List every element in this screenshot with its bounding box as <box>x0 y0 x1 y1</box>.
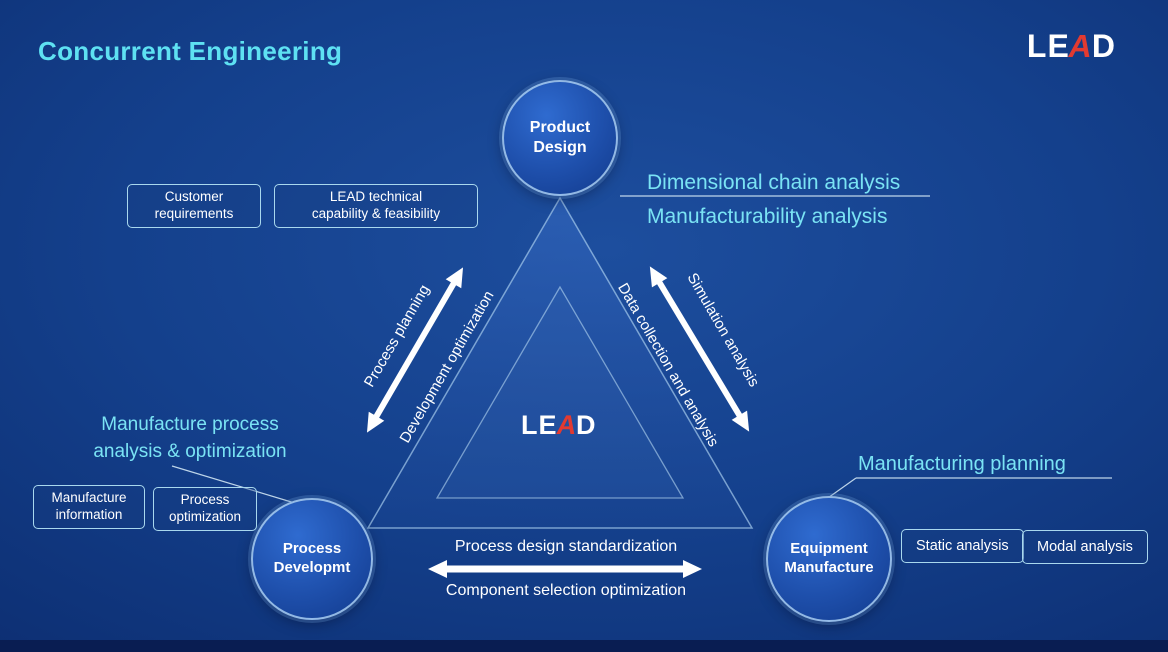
box-lead-technical-capability: LEAD technical capability & feasibility <box>274 184 478 228</box>
process-callout: Manufacture process analysis & optimizat… <box>55 412 325 465</box>
node-process-development: Process Developmt <box>251 498 373 620</box>
node-label-line: Equipment <box>790 540 868 558</box>
box-customer-requirements: Customer requirements <box>127 184 261 228</box>
logo-le: LE <box>1026 28 1070 64</box>
box-line: LEAD technical <box>329 189 423 204</box>
box-line: Customer <box>164 189 224 204</box>
box-line: Process <box>180 492 230 507</box>
process-callout-line1: Manufacture process <box>101 414 279 435</box>
box-line: capability & feasibility <box>311 205 441 221</box>
box-line: Manufacture <box>51 490 127 505</box>
logo-d: D <box>1091 28 1116 64</box>
node-label-line: Manufacture <box>784 559 874 576</box>
box-manufacture-information: Manufacture information <box>33 485 145 529</box>
bottom-accent-bar <box>0 640 1168 652</box>
product-callout-line1: Dimensional chain analysis <box>647 171 901 194</box>
left-edge-arrow <box>366 267 464 433</box>
node-label-line: Product <box>529 119 591 136</box>
node-label-line: Developmt <box>273 559 351 576</box>
node-label-line: Design <box>533 139 587 156</box>
node-product-design: Product Design <box>502 80 618 196</box>
process-callout-line2: analysis & optimization <box>93 440 287 462</box>
page-title: Concurrent Engineering <box>38 36 343 66</box>
box-modal-analysis: Modal analysis <box>1022 530 1148 565</box>
node-equipment-manufacture: Equipment Manufacture <box>766 496 892 622</box>
equipment-callout: Manufacturing planning <box>858 453 1066 476</box>
logo-d: D <box>576 410 597 440</box>
product-callout-line2: Manufacturability analysis <box>647 204 888 228</box>
box-line: information <box>55 506 123 522</box>
box-line: optimization <box>168 508 242 524</box>
edge-label-process-design-standardization: Process design standardization <box>454 538 678 555</box>
box-process-optimization: Process optimization <box>153 487 257 531</box>
edge-label-component-selection-optimization: Component selection optimization <box>445 582 687 599</box>
box-line: requirements <box>154 205 234 221</box>
inner-triangle <box>435 285 685 499</box>
product-callout: Dimensional chain analysis Manufacturabi… <box>647 166 900 233</box>
equipment-callout-line1: Manufacturing planning <box>858 453 1066 475</box>
node-label-line: Process <box>282 540 342 558</box>
logo-le: LE <box>521 410 558 440</box>
process-callout-connector <box>171 465 299 505</box>
right-edge-arrow <box>649 266 750 432</box>
box-static-analysis: Static analysis <box>901 529 1024 564</box>
